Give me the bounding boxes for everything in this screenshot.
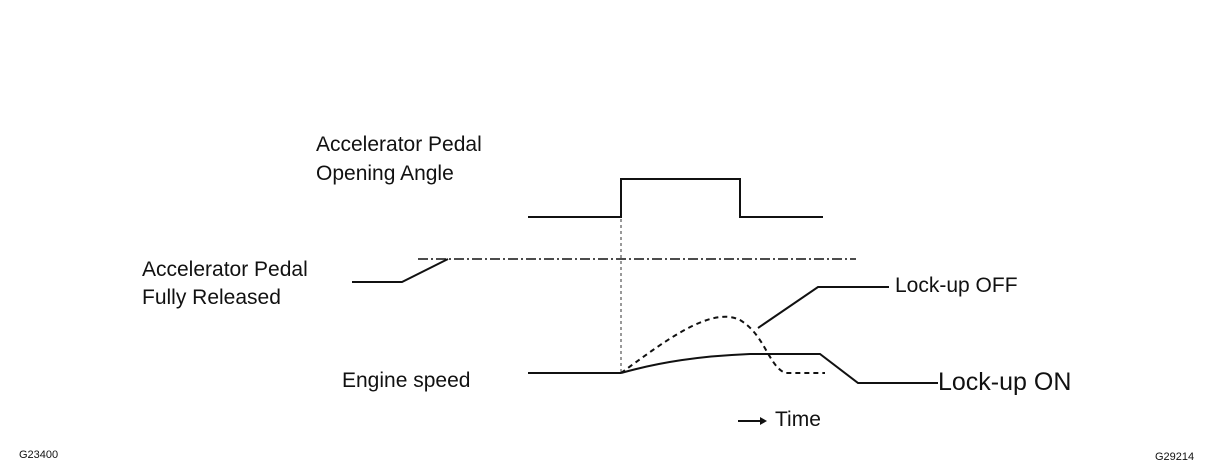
lockup-off-leader: [757, 286, 889, 329]
lockup-on-curve: [620, 353, 938, 384]
right-arrow-icon: [738, 417, 767, 425]
lockup-off-curve: [620, 315, 825, 374]
engine-speed-label: Engine speed: [342, 369, 471, 392]
time-axis-label: Time: [775, 408, 821, 431]
lockup-on-label: Lock-up ON: [938, 368, 1072, 396]
figure-code-left: G23400: [19, 449, 59, 461]
pedal-released-label-line1: Accelerator Pedal: [142, 258, 308, 281]
pedal-angle-trace: [528, 178, 823, 218]
pedal-angle-label-line1: Accelerator Pedal: [316, 133, 482, 156]
lockup-off-label: Lock-up OFF: [895, 274, 1018, 297]
pedal-released-leader: [352, 258, 449, 283]
figure-code-right: G29214: [1155, 451, 1195, 463]
pedal-angle-label-line2: Opening Angle: [316, 162, 454, 185]
pedal-released-label-line2: Fully Released: [142, 286, 281, 309]
